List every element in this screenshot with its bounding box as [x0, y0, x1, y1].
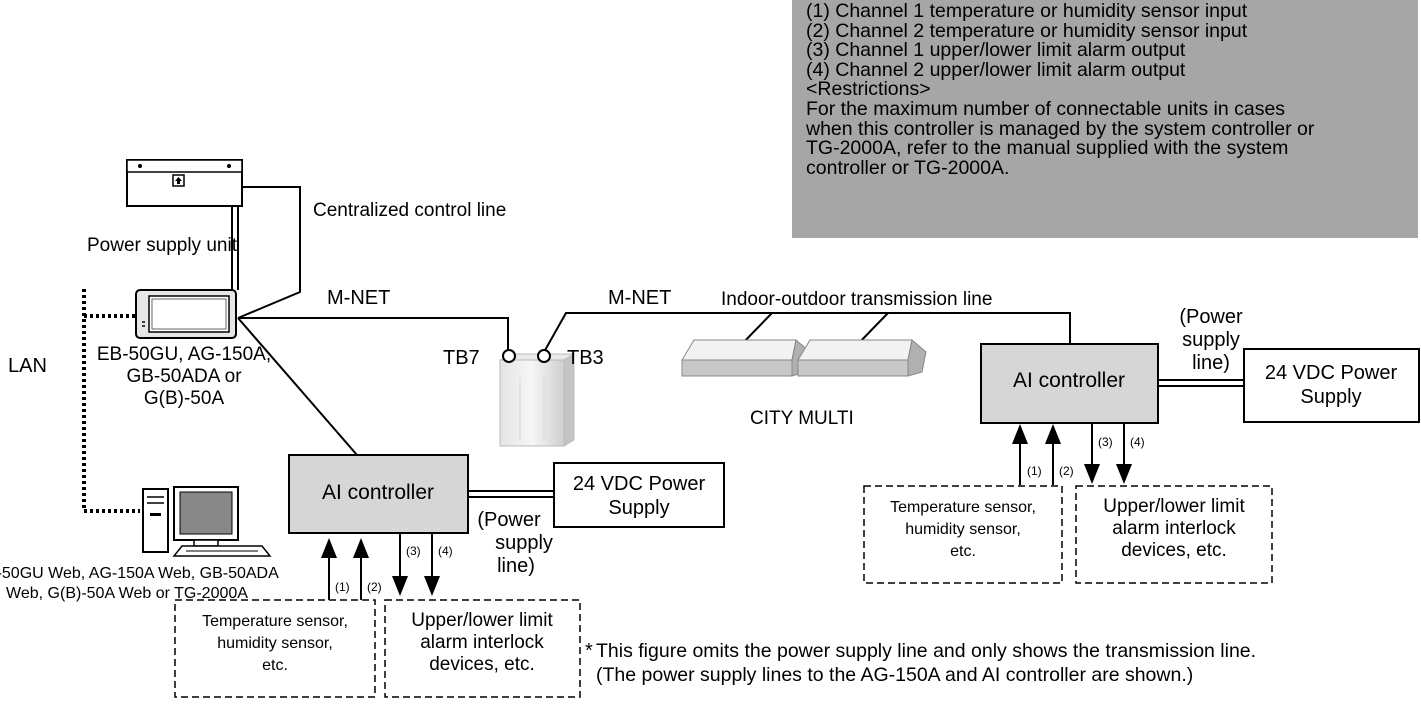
system-controller-label: GB-50ADA or	[126, 366, 242, 387]
system-controller-icon	[135, 289, 237, 339]
city-multi-label: CITY MULTI	[750, 408, 854, 429]
power-supply-24vdc-right-label: Supply	[1300, 386, 1361, 408]
power-supply-line-left-label: supply	[495, 532, 553, 554]
sensor-box-left-label: humidity sensor,	[217, 635, 333, 652]
web-controller-label: Web, G(B)-50A Web or TG-2000A	[6, 585, 248, 602]
ai-controller-left-label: AI controller	[322, 481, 434, 504]
footnote: This figure omits the power supply line …	[596, 639, 1256, 687]
power-supply-24vdc-left-label: 24 VDC Power	[573, 473, 706, 495]
ai-controller-right	[980, 343, 1159, 424]
output-4-left-label: (4)	[438, 544, 453, 558]
note-line: (4) Channel 2 upper/lower limit alarm ou…	[806, 58, 1186, 81]
note-restrictions-heading: <Restrictions>	[806, 78, 931, 101]
alarm-box-left-label: Upper/lower limit	[411, 610, 553, 631]
power-supply-line-right-label: (Power	[1179, 306, 1243, 328]
power-supply-unit-label: Power supply unit	[87, 235, 238, 256]
centralized-control-line-label: Centralized control line	[313, 200, 506, 221]
note-line: TG-2000A, refer to the manual supplied w…	[806, 137, 1289, 160]
up-arrow-icon	[353, 538, 369, 558]
notes-box: (1) Channel 1 temperature or humidity se…	[792, 0, 1418, 238]
input-1-right-label: (1)	[1027, 464, 1042, 478]
output-4-right-label: (4)	[1130, 435, 1145, 449]
system-controller-label: G(B)-50A	[144, 388, 225, 409]
sensor-box-right-label: humidity sensor,	[905, 521, 1021, 538]
alarm-box-right	[1075, 485, 1273, 584]
indoor-unit-icon	[681, 339, 811, 377]
power-supply-line-right-label: line)	[1192, 352, 1230, 374]
output-3-left-label: (3)	[406, 544, 421, 558]
indoor-unit-icon	[797, 339, 927, 377]
note-line: For the maximum number of connectable un…	[806, 97, 1286, 120]
tb7-terminal-icon	[502, 349, 516, 363]
power-supply-unit-icon	[126, 159, 243, 207]
note-line: controller or TG-2000A.	[806, 156, 1010, 179]
note-line: when this controller is managed by the s…	[806, 117, 1315, 140]
mnet-line-left	[238, 317, 509, 352]
down-arrow-icon	[1116, 464, 1132, 484]
alarm-box-left	[384, 599, 581, 698]
output-3-right-label: (3)	[1098, 435, 1113, 449]
mnet-line-right	[543, 312, 711, 353]
up-arrow-icon	[321, 538, 337, 558]
sensor-box-left-label: etc.	[262, 657, 288, 674]
alarm-box-left-label: devices, etc.	[429, 654, 535, 675]
web-controller-label: EB-50GU Web, AG-150A Web, GB-50ADA	[0, 565, 279, 582]
sensor-box-right-label: etc.	[950, 543, 976, 560]
ai-controller-right-label: AI controller	[1013, 369, 1125, 392]
sensor-box-right-label: Temperature sensor,	[890, 499, 1036, 516]
power-supply-line-left-label: line)	[497, 555, 535, 577]
alarm-box-right-label: devices, etc.	[1121, 540, 1227, 561]
alarm-box-left-label: alarm interlock	[420, 632, 544, 653]
sensor-box-left-label: Temperature sensor,	[202, 613, 348, 630]
footnote-mark: *	[585, 640, 593, 662]
down-arrow-icon	[1084, 464, 1100, 484]
power-supply-24vdc-right	[1243, 348, 1420, 423]
input-2-left-label: (2)	[367, 580, 382, 594]
down-arrow-icon	[392, 576, 408, 596]
up-arrow-icon	[1045, 424, 1061, 444]
outdoor-unit-icon	[499, 353, 576, 447]
power-supply-24vdc-left-label: Supply	[608, 497, 669, 519]
mnet-right-label: M-NET	[608, 287, 671, 309]
lan-label: LAN	[8, 355, 47, 377]
mnet-left-label: M-NET	[327, 287, 390, 309]
centralized-control-line	[237, 186, 301, 319]
ai-controller-left	[288, 454, 469, 534]
sensor-box-left	[174, 599, 376, 698]
power-supply-24vdc-left	[553, 462, 725, 528]
down-arrow-icon	[424, 576, 440, 596]
footnote-line: This figure omits the power supply line …	[596, 640, 1257, 662]
input-2-right-label: (2)	[1059, 464, 1074, 478]
power-supply-line-right-label: supply	[1182, 329, 1240, 351]
indoor-outdoor-line-label: Indoor-outdoor transmission line	[721, 289, 992, 310]
tb3-label: TB3	[567, 347, 604, 369]
alarm-box-right-label: alarm interlock	[1112, 518, 1236, 539]
system-controller-label: EB-50GU, AG-150A,	[97, 344, 271, 365]
note-line: (2) Channel 2 temperature or humidity se…	[806, 19, 1248, 42]
tb3-terminal-icon	[537, 349, 551, 363]
alarm-box-right-label: Upper/lower limit	[1103, 496, 1245, 517]
pc-icon	[142, 486, 272, 557]
sensor-box-right	[863, 485, 1063, 584]
note-line: (3) Channel 1 upper/lower limit alarm ou…	[806, 39, 1186, 62]
input-1-left-label: (1)	[335, 580, 350, 594]
note-line: (1) Channel 1 temperature or humidity se…	[806, 0, 1248, 22]
indoor-outdoor-line	[711, 312, 1071, 344]
up-arrow-icon	[1012, 424, 1028, 444]
power-supply-line-left-label: (Power	[477, 509, 541, 531]
tb7-label: TB7	[443, 347, 480, 369]
footnote-line: (The power supply lines to the AG-150A a…	[596, 664, 1194, 686]
power-supply-24vdc-right-label: 24 VDC Power	[1265, 362, 1398, 384]
